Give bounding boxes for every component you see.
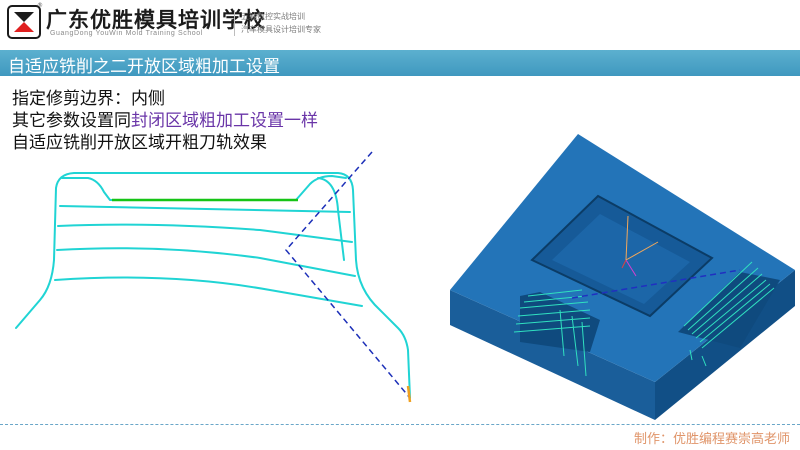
mold-model-3d-view — [450, 134, 795, 420]
model-front-face — [450, 290, 655, 420]
school-logo-icon — [7, 5, 41, 39]
toolpath-pass-4 — [56, 247, 356, 277]
text-line-other-params-prefix: 其它参数设置同 — [12, 111, 131, 131]
tagline-2: 汽车模具设计培训专家 — [241, 25, 321, 34]
right-open-pocket — [678, 272, 780, 348]
tool-axis-dashed-line — [285, 151, 411, 399]
toolpath-tip-orange — [406, 385, 412, 403]
registered-mark: ® — [37, 2, 43, 9]
toolpath-right-set — [683, 261, 775, 367]
model-pocket-floor — [552, 214, 690, 304]
toolpath-left-set — [513, 289, 591, 377]
tagline-1: 五轴数控实战培训 — [241, 12, 305, 21]
toolpath-section-drawing — [15, 151, 412, 403]
left-open-pocket — [520, 292, 600, 352]
text-line-other-params: 其它参数设置同封闭区域粗加工设置一样 — [12, 106, 318, 131]
school-name: 广东优胜模具培训学校 — [46, 8, 266, 32]
header-divider — [234, 10, 235, 36]
toolpath-inner-right-wall — [317, 177, 345, 261]
text-line-trim-boundary: 指定修剪边界：内侧 — [12, 89, 165, 109]
footer-divider — [0, 424, 800, 425]
toolpath-pass-3 — [57, 223, 353, 243]
toolpath-pass-5 — [54, 276, 363, 307]
slide-title: 自适应铣削之二开放区域粗加工设置 — [8, 57, 280, 77]
text-line-other-params-highlight: 封闭区域粗加工设置一样 — [131, 111, 318, 131]
header: ® 广东优胜模具培训学校 GuangDong YouWin Mold Train… — [0, 0, 800, 44]
toolpath-pass-2 — [59, 205, 351, 213]
text-line-toolpath-effect: 自适应铣削开放区域开粗刀轨效果 — [12, 133, 267, 153]
footer-author: 制作：优胜编程赛崇高老师 — [633, 432, 790, 447]
toolpath-pass-1 — [61, 175, 347, 201]
model-dashed-guide-line — [571, 269, 741, 299]
slide-title-bar: 自适应铣削之二开放区域粗加工设置 — [0, 50, 800, 77]
school-name-english: GuangDong YouWin Mold Training School — [50, 30, 203, 37]
